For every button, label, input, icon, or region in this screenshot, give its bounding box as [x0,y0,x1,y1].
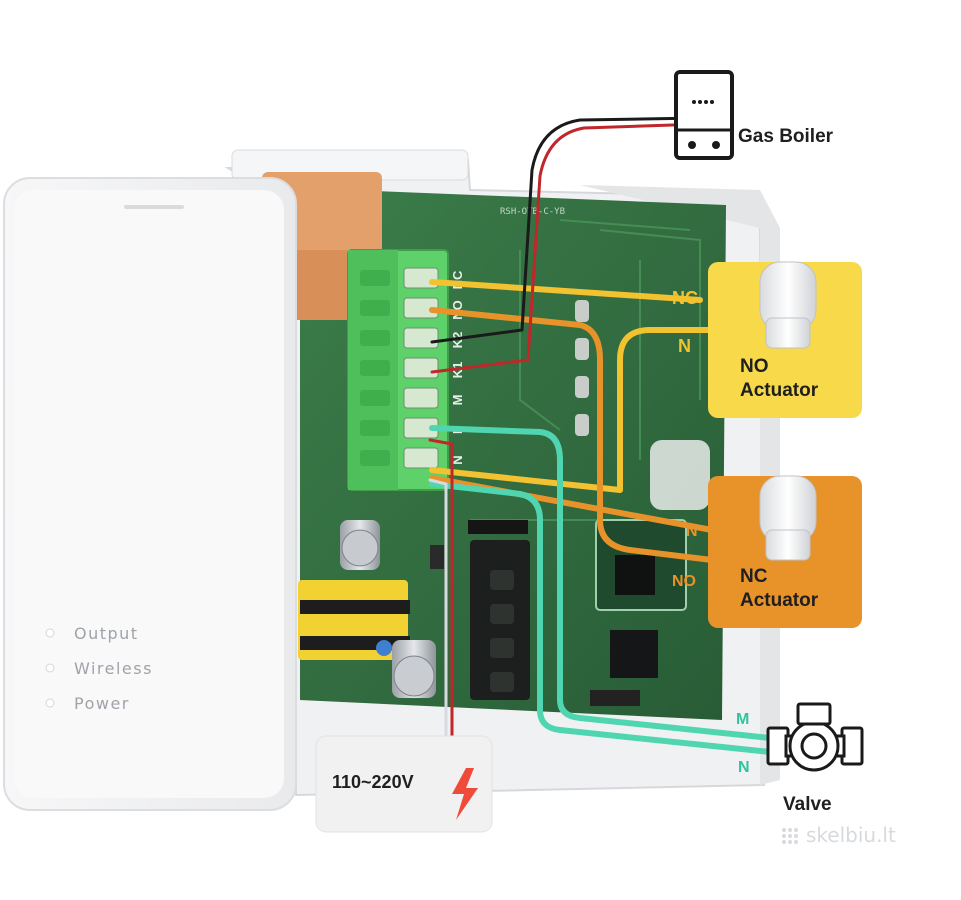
terminal-slot [403,327,439,349]
gas-boiler-label: Gas Boiler [738,126,834,147]
watermark: skelbiu.lt [782,823,896,847]
terminal-block [347,249,449,491]
actuator-icon-no [759,261,817,349]
pcb-board: RSH-OTB-C-YB [262,172,726,720]
terminal-slot [403,387,439,409]
terminal-label: N [450,455,465,464]
wire-teal-m [429,425,773,741]
no-actuator-line1: NO [740,356,769,377]
terminal-slot [403,447,439,469]
mcu-chip [610,630,658,678]
wire-label-valve-n: N [738,759,750,776]
nc-actuator-line1: NC [740,566,768,587]
terminal-label: M [450,395,465,406]
led-dot [45,628,55,638]
wire-power-white [428,478,448,742]
wire-label-valve-m: M [736,711,749,728]
module-chip [615,555,655,595]
pcb-marking: RSH-OTB-C-YB [500,207,565,217]
led-label: Output [74,624,139,643]
led-dot [45,698,55,708]
actuator-icon-nc [759,475,817,561]
terminal-screw [360,330,390,346]
terminal-screw [360,270,390,286]
wire-teal-n [429,481,773,755]
lightning-icon [452,768,478,820]
wire-boiler-red [430,122,705,374]
valve-icon [766,702,864,772]
terminal-screw [360,360,390,376]
terminal-screw [360,390,390,406]
wire-yellow-nc [429,279,703,303]
power-supply: 110~220V [315,735,493,833]
terminal-screw [360,420,390,436]
nc-actuator-line2: Actuator [740,590,819,611]
nc-actuator-panel: NC Actuator N NO [672,475,862,628]
led-dot [45,663,55,673]
wire-label-nc: NC [672,288,698,308]
watermark-icon [782,828,798,844]
valve: Valve M N [736,702,864,815]
no-actuator-panel: NO Actuator NC N [672,261,862,418]
boiler-icon [674,70,734,160]
capacitor-blue [376,640,392,656]
power-voltage-label: 110~220V [332,772,414,792]
led-label: Power [74,694,130,713]
wire-label-nc-n: N [686,523,698,540]
valve-label: Valve [783,794,832,815]
no-actuator-line2: Actuator [740,380,819,401]
wire-label-no: NO [672,573,696,590]
wire-power-red [428,438,454,742]
wire-label-no-n: N [678,336,691,356]
terminal-screw [360,300,390,316]
led-label: Wireless [74,659,153,678]
gas-boiler: Gas Boiler [674,70,834,160]
front-cover [3,177,297,811]
connector-white [650,440,710,510]
wires [428,116,773,755]
watermark-text: skelbiu.lt [806,823,896,847]
wire-yellow-n [429,327,715,493]
terminal-slot [403,357,439,379]
terminal-screw [360,450,390,466]
wire-boiler-black [430,116,702,344]
wire-orange-no [429,307,715,563]
